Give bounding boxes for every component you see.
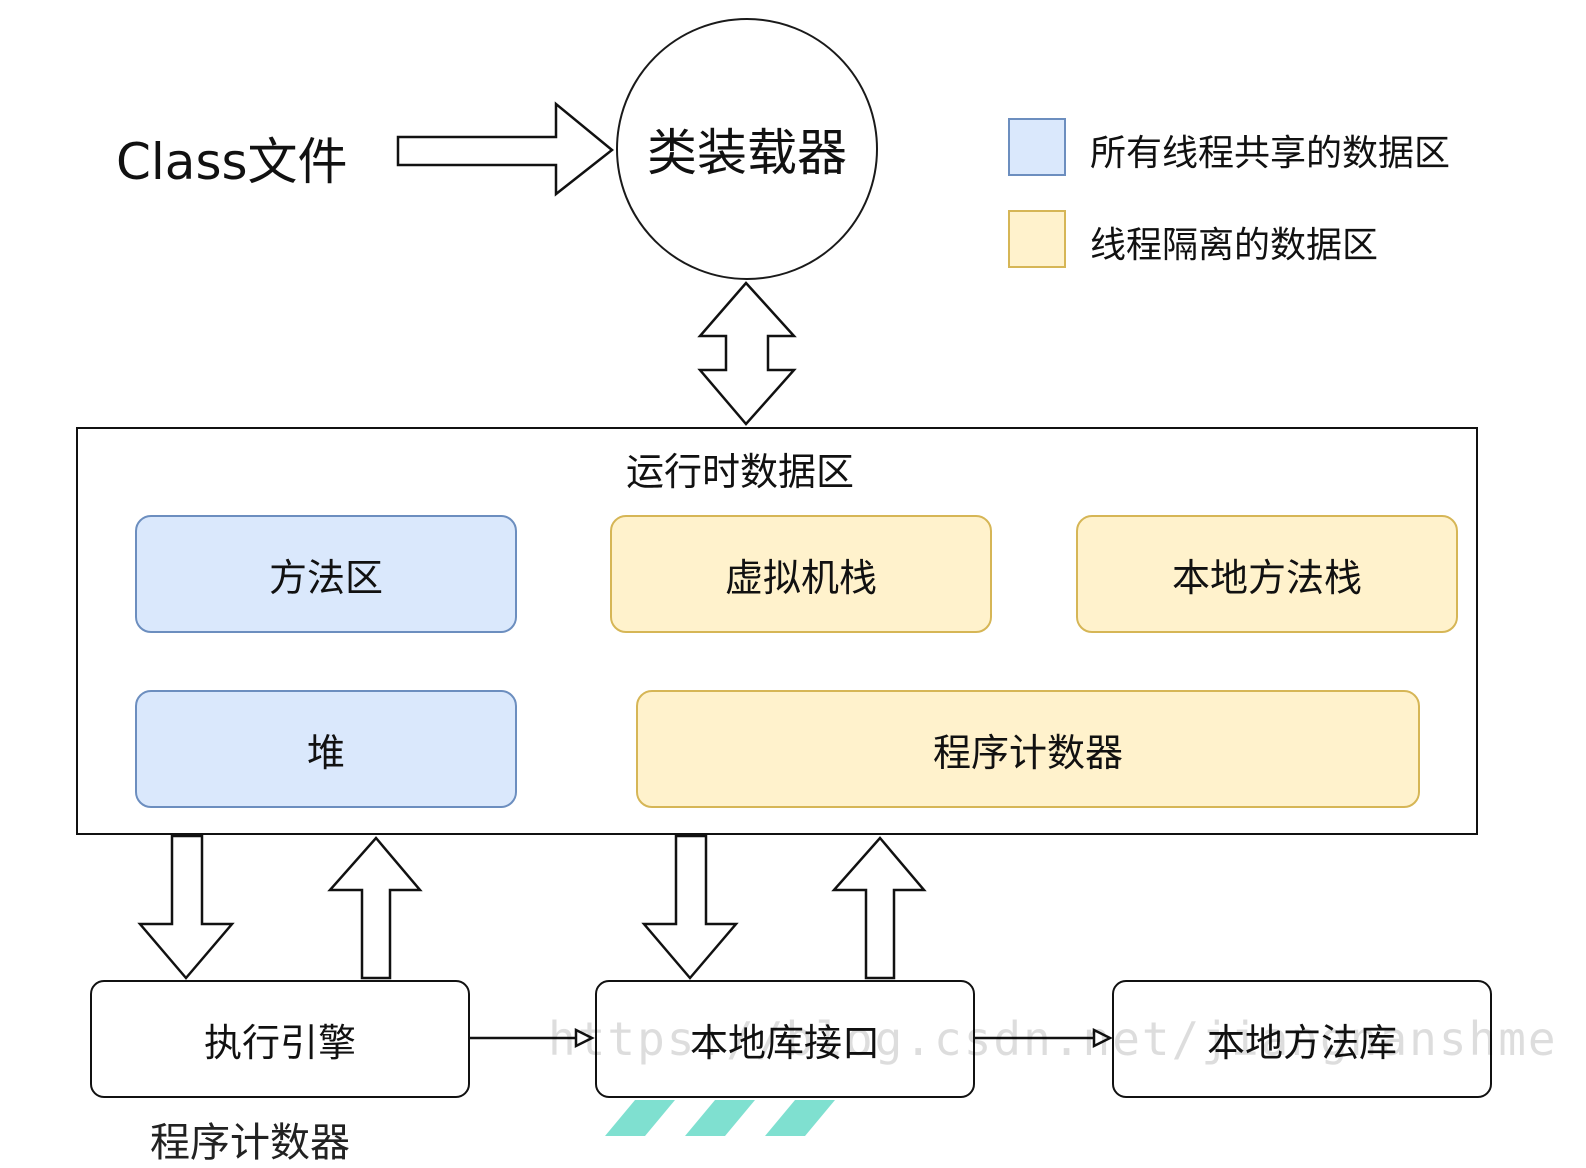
region-heap-label: 堆 bbox=[306, 730, 345, 775]
interface-to-library-arrowhead bbox=[1092, 1027, 1113, 1049]
native-interface-node: 本地库接口 bbox=[595, 980, 975, 1098]
watermark-text: https://blog.csdn.net/jiangnanshme bbox=[548, 1012, 1558, 1066]
legend-label-shared: 所有线程共享的数据区 bbox=[1090, 133, 1451, 174]
class-loader-label: 类装载器 bbox=[647, 124, 847, 182]
region-vm-stack-label: 虚拟机栈 bbox=[724, 555, 877, 600]
engine-to-runtime-arrow bbox=[327, 836, 423, 980]
cut-off-text: 程序计数器 bbox=[150, 1120, 350, 1166]
runtime-to-interface-arrow bbox=[641, 834, 739, 980]
legend-item-isolated: 线程隔离的数据区 bbox=[1008, 208, 1568, 270]
legend-item-shared: 所有线程共享的数据区 bbox=[1008, 116, 1568, 178]
native-library-label: 本地方法库 bbox=[1206, 1020, 1397, 1065]
region-program-counter-label: 程序计数器 bbox=[932, 730, 1123, 775]
class-loader-node: 类装载器 bbox=[616, 18, 878, 280]
region-method-area-label: 方法区 bbox=[268, 555, 383, 600]
execution-engine-label: 执行引擎 bbox=[203, 1020, 356, 1065]
jvm-architecture-diagram: Class文件 类装载器 所有线程共享的数据区 线程隔离的数据区 运行时数据区 … bbox=[76, 18, 1568, 1166]
execution-engine-node: 执行引擎 bbox=[90, 980, 470, 1098]
legend-swatch-shared bbox=[1008, 118, 1066, 176]
region-native-method-stack: 本地方法栈 bbox=[1076, 515, 1458, 633]
arrows-layer bbox=[137, 101, 1113, 1049]
class-file-label: Class文件 bbox=[116, 133, 348, 191]
class-to-loader-arrow bbox=[396, 101, 614, 197]
engine-to-interface-arrowhead bbox=[574, 1027, 595, 1049]
runtime-title: 运行时数据区 bbox=[626, 450, 855, 494]
region-vm-stack: 虚拟机栈 bbox=[610, 515, 992, 633]
legend-label-isolated: 线程隔离的数据区 bbox=[1090, 225, 1379, 266]
loader-runtime-double-arrow bbox=[697, 281, 797, 426]
region-program-counter: 程序计数器 bbox=[636, 690, 1420, 808]
native-library-node: 本地方法库 bbox=[1112, 980, 1492, 1098]
legend-swatch-isolated bbox=[1008, 210, 1066, 268]
native-interface-label: 本地库接口 bbox=[689, 1020, 880, 1065]
decorative-stripes bbox=[605, 1100, 835, 1136]
region-heap: 堆 bbox=[135, 690, 517, 808]
runtime-to-engine-arrow bbox=[137, 834, 235, 980]
interface-to-runtime-arrow bbox=[831, 836, 927, 980]
runtime-data-area: 运行时数据区 方法区 虚拟机栈 本地方法栈 堆 程序计数器 bbox=[76, 427, 1478, 835]
region-method-area: 方法区 bbox=[135, 515, 517, 633]
region-native-method-stack-label: 本地方法栈 bbox=[1171, 555, 1362, 600]
